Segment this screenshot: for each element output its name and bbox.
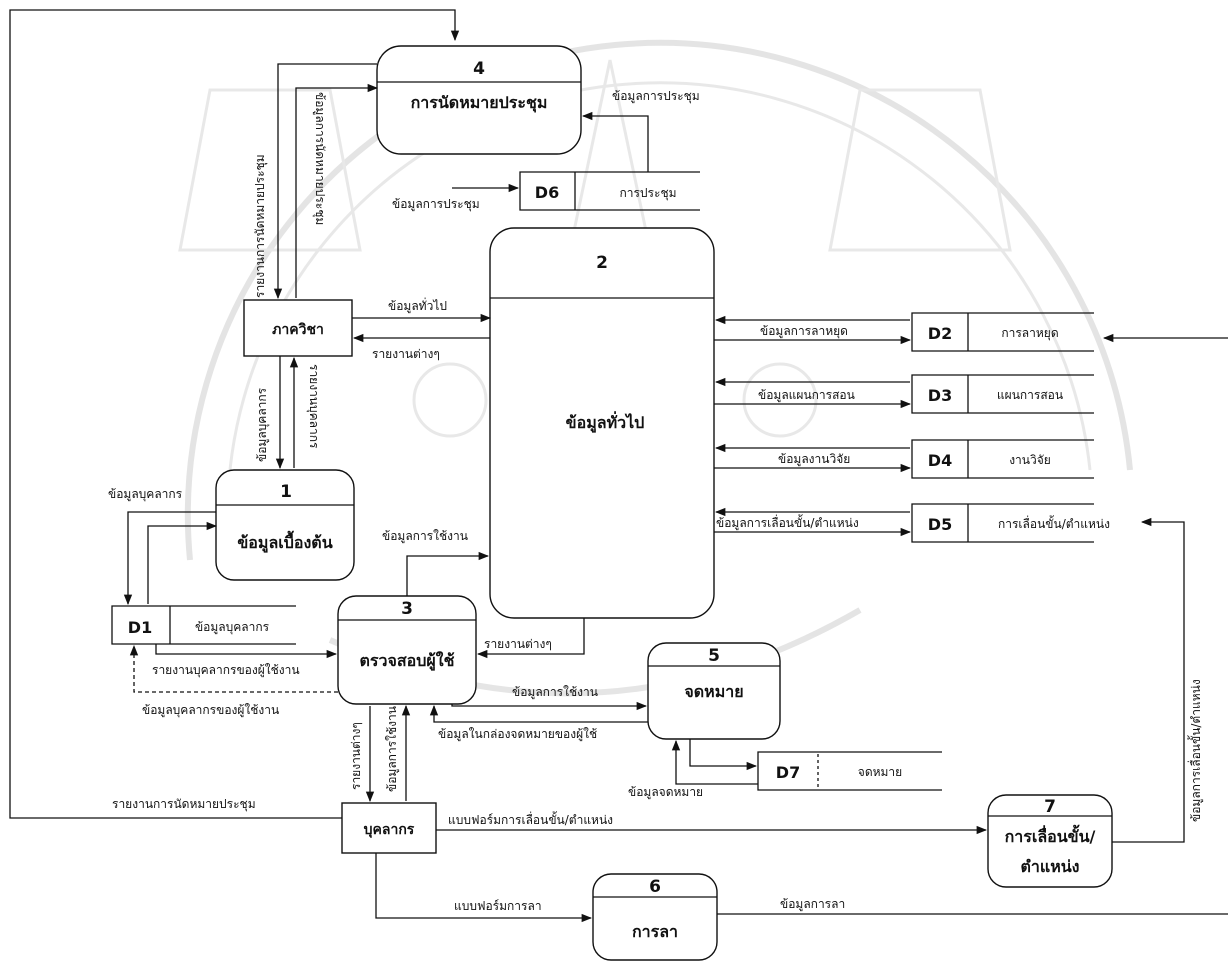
flow-label-various-reports-vertical: รายงานต่างๆ: [349, 722, 363, 790]
flow-label-meeting-data-to-d6: ข้อมูลการประชุม: [392, 197, 480, 212]
flow-label-leave-stop-data: ข้อมูลการลาหยุด: [760, 324, 848, 339]
flow-label-meeting-report-vertical: รายงานการนัดหมายประชุม: [253, 154, 268, 298]
process-3-number: 3: [401, 599, 413, 619]
entity-department: ภาควิชา: [243, 299, 353, 357]
store-d3: D3 แผนการสอน: [911, 374, 1094, 414]
process-6: 6 การลา: [592, 873, 718, 961]
flow-label-personnel-data-h: ข้อมูลบุคลากร: [108, 487, 183, 502]
flow-label-meeting-report-h: รายงานการนัดหมายประชุม: [112, 797, 256, 812]
process-4: 4 การนัดหมายประชุม: [376, 45, 582, 155]
flow-label-general-data: ข้อมูลทั่วไป: [388, 297, 447, 314]
flow-label-usage-data-vertical: ข้อมูลการใช้งาน: [385, 706, 400, 792]
process-6-number: 6: [649, 877, 661, 897]
flow-label-research-data: ข้อมูลงานวิจัย: [778, 452, 850, 467]
store-d2: D2 การลาหยุด: [911, 312, 1094, 352]
process-1: 1 ข้อมูลเบื้องต้น: [215, 469, 355, 581]
store-d5: D5 การเลื่อนขั้น/ตำแหน่ง: [911, 503, 1110, 543]
store-d5-name: การเลื่อนขั้น/ตำแหน่ง: [998, 515, 1110, 531]
process-3: 3 ตรวจสอบผู้ใช้: [337, 595, 477, 705]
flow-label-user-mailbox-data: ข้อมูลในกล่องจดหมายของผู้ใช้: [438, 727, 597, 742]
entity-department-label: ภาควิชา: [272, 322, 324, 338]
process-2-number: 2: [596, 253, 608, 273]
store-d7-name: จดหมาย: [858, 765, 902, 779]
store-d4: D4 งานวิจัย: [911, 439, 1094, 479]
flow-label-various-reports-1: รายงานต่างๆ: [372, 347, 440, 361]
process-7-name-line2: ตำแหน่ง: [1021, 857, 1080, 876]
flow-label-meeting-appt-data-vertical: ข้อมูลการนัดหมายประชุม: [312, 92, 327, 225]
process-5: 5 จดหมาย: [647, 642, 781, 740]
flow-label-personnel-data-vertical: ข้อมูลบุคลากร: [255, 387, 270, 462]
flow-lines: [9, 9, 1228, 923]
store-d1-name: ข้อมูลบุคลากร: [195, 620, 270, 635]
flow-label-user-personnel-data: ข้อมูลบุคลากรของผู้ใช้งาน: [142, 703, 279, 718]
process-6-name: การลา: [632, 922, 678, 941]
store-d6-id: D6: [535, 183, 559, 202]
flow-label-various-reports-2: รายงานต่างๆ: [484, 637, 552, 651]
store-d4-name: งานวิจัย: [1009, 453, 1051, 467]
store-d3-id: D3: [928, 386, 952, 405]
process-4-name: การนัดหมายประชุม: [411, 93, 548, 113]
store-d1-id: D1: [128, 618, 152, 637]
process-7-number: 7: [1044, 797, 1056, 817]
flow-label-promotion-form: แบบฟอร์มการเลื่อนขั้น/ตำแหน่ง: [448, 811, 613, 827]
flow-label-personnel-report-vertical: รายงานบุคลากร: [306, 364, 321, 449]
flow-label-user-personnel-report: รายงานบุคลากรของผู้ใช้งาน: [152, 663, 300, 678]
store-d2-name: การลาหยุด: [1001, 326, 1058, 341]
flow-label-usage-data-1: ข้อมูลการใช้งาน: [382, 529, 468, 544]
process-2-name: ข้อมูลทั่วไป: [566, 411, 645, 434]
store-d5-id: D5: [928, 515, 952, 534]
store-d6: D6 การประชุม: [519, 171, 700, 211]
flow-label-mail-data: ข้อมูลจดหมาย: [628, 785, 703, 800]
process-7: 7 การเลื่อนขั้น/ ตำแหน่ง: [987, 794, 1113, 888]
flow-labels: ข้อมูลการประชุม ข้อมูลการประชุม รายงานกา…: [108, 89, 1204, 913]
entity-personnel: บุคลากร: [341, 802, 437, 854]
flow-label-leave-form: แบบฟอร์มการลา: [454, 899, 542, 913]
flow-label-promotion-data-vertical: ข้อมูลการเลื่อนขั้น/ตำแหน่ง: [1187, 679, 1204, 822]
flow-label-leave-data: ข้อมูลการลา: [780, 897, 845, 912]
flow-label-promotion-data: ข้อมูลการเลื่อนขั้น/ตำแหน่ง: [716, 514, 859, 531]
store-d7-id: D7: [776, 763, 800, 782]
store-d4-id: D4: [928, 451, 952, 470]
flow-label-meeting-data-to-p4: ข้อมูลการประชุม: [612, 89, 700, 104]
entity-personnel-label: บุคลากร: [364, 822, 415, 838]
flow-label-teaching-plan-data: ข้อมูลแผนการสอน: [758, 388, 855, 403]
store-d6-name: การประชุม: [619, 186, 676, 201]
process-1-number: 1: [280, 482, 292, 502]
process-7-name-line1: การเลื่อนขั้น/: [1005, 824, 1096, 846]
process-5-name: จดหมาย: [684, 682, 743, 701]
store-d2-id: D2: [928, 324, 952, 343]
store-d3-name: แผนการสอน: [997, 388, 1063, 402]
flow-label-usage-data-2: ข้อมูลการใช้งาน: [512, 685, 598, 700]
store-d7: D7 จดหมาย: [757, 751, 942, 791]
process-5-number: 5: [708, 646, 720, 666]
process-2: 2 ข้อมูลทั่วไป: [489, 227, 715, 619]
process-1-name: ข้อมูลเบื้องต้น: [237, 530, 332, 554]
store-d1: D1 ข้อมูลบุคลากร: [111, 605, 296, 645]
process-3-name: ตรวจสอบผู้ใช้: [360, 651, 455, 672]
process-4-number: 4: [473, 59, 485, 79]
